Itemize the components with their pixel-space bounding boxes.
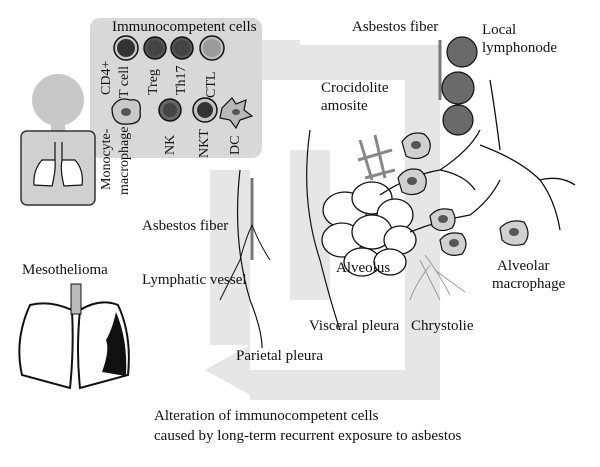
- t-cell-icon: [113, 35, 139, 61]
- alveolar-macrophages: [397, 132, 529, 256]
- lymph-nodes: [441, 36, 478, 136]
- left-arrow-band: [210, 170, 250, 345]
- crocidolite-label-1: Crocidolite: [321, 80, 389, 96]
- cd4-label: CD4+: [99, 60, 114, 95]
- th17-label: Th17: [174, 65, 189, 95]
- alveolus-cluster: [321, 181, 417, 277]
- pleura-lines: [236, 129, 341, 349]
- nkt-label: NKT: [197, 129, 212, 158]
- lymphatic-vessel-label: Lymphatic vessel: [142, 272, 247, 288]
- right-arrow-band: [250, 45, 440, 400]
- alveolus-label: Alveolus: [336, 260, 391, 276]
- nkt-cell-icon: [192, 97, 218, 123]
- visceral-pleura-label: Visceral pleura: [309, 318, 400, 334]
- asbestos-fiber-top-label: Asbestos fiber: [352, 19, 439, 35]
- nk-cell-icon: [158, 98, 182, 122]
- treg-cell-icon: [143, 36, 167, 60]
- monocyte-label: Monocyte-: [99, 128, 114, 190]
- mesothelioma-lungs-icon: [18, 283, 130, 390]
- nk-label: NK: [163, 134, 178, 155]
- top-arrow-band: [255, 40, 300, 80]
- lymphatic-vessel: [219, 224, 271, 301]
- parietal-pleura-label: Parietal pleura: [236, 348, 324, 364]
- ctl-cell-icon: [199, 35, 225, 61]
- alveolar-macrophage-label-2: macrophage: [492, 276, 566, 292]
- treg-label: Treg: [146, 69, 161, 95]
- chrysotile-fibers: [409, 254, 466, 301]
- local-lymphonode-label-1: Local: [482, 22, 517, 38]
- bottom-arrow-head: [205, 345, 250, 395]
- panel-title: Immunocompetent cells: [112, 19, 257, 35]
- tcell-label: T cell: [117, 65, 132, 98]
- th17-cell-icon: [170, 36, 194, 60]
- mesothelioma-label: Mesothelioma: [22, 262, 108, 278]
- macrophage-label: macrophage: [117, 126, 132, 195]
- caption-line-1: Alteration of immunocompetent cells: [154, 408, 379, 424]
- asbestos-fiber-left-label: Asbestos fiber: [142, 218, 229, 234]
- dc-cell-icon: [219, 97, 254, 130]
- person-icon: [20, 74, 96, 206]
- airway-branches: [379, 79, 576, 233]
- chrysotile-label: Chrystolie: [411, 318, 474, 334]
- dc-label: DC: [228, 135, 243, 155]
- crocidolite-fibers: [357, 134, 396, 181]
- ctl-label: CTL: [204, 71, 219, 98]
- caption-line-2: caused by long-term recurrent exposure t…: [154, 428, 462, 444]
- alveolar-macrophage-label-1: Alveolar: [497, 258, 550, 274]
- monocyte-macrophage-icon: [111, 98, 141, 125]
- center-arrow-band: [290, 150, 330, 300]
- circulation-arrows: [205, 40, 440, 400]
- local-lymphonode-label-2: lymphonode: [482, 40, 557, 56]
- crocidolite-label-2: amosite: [321, 98, 368, 114]
